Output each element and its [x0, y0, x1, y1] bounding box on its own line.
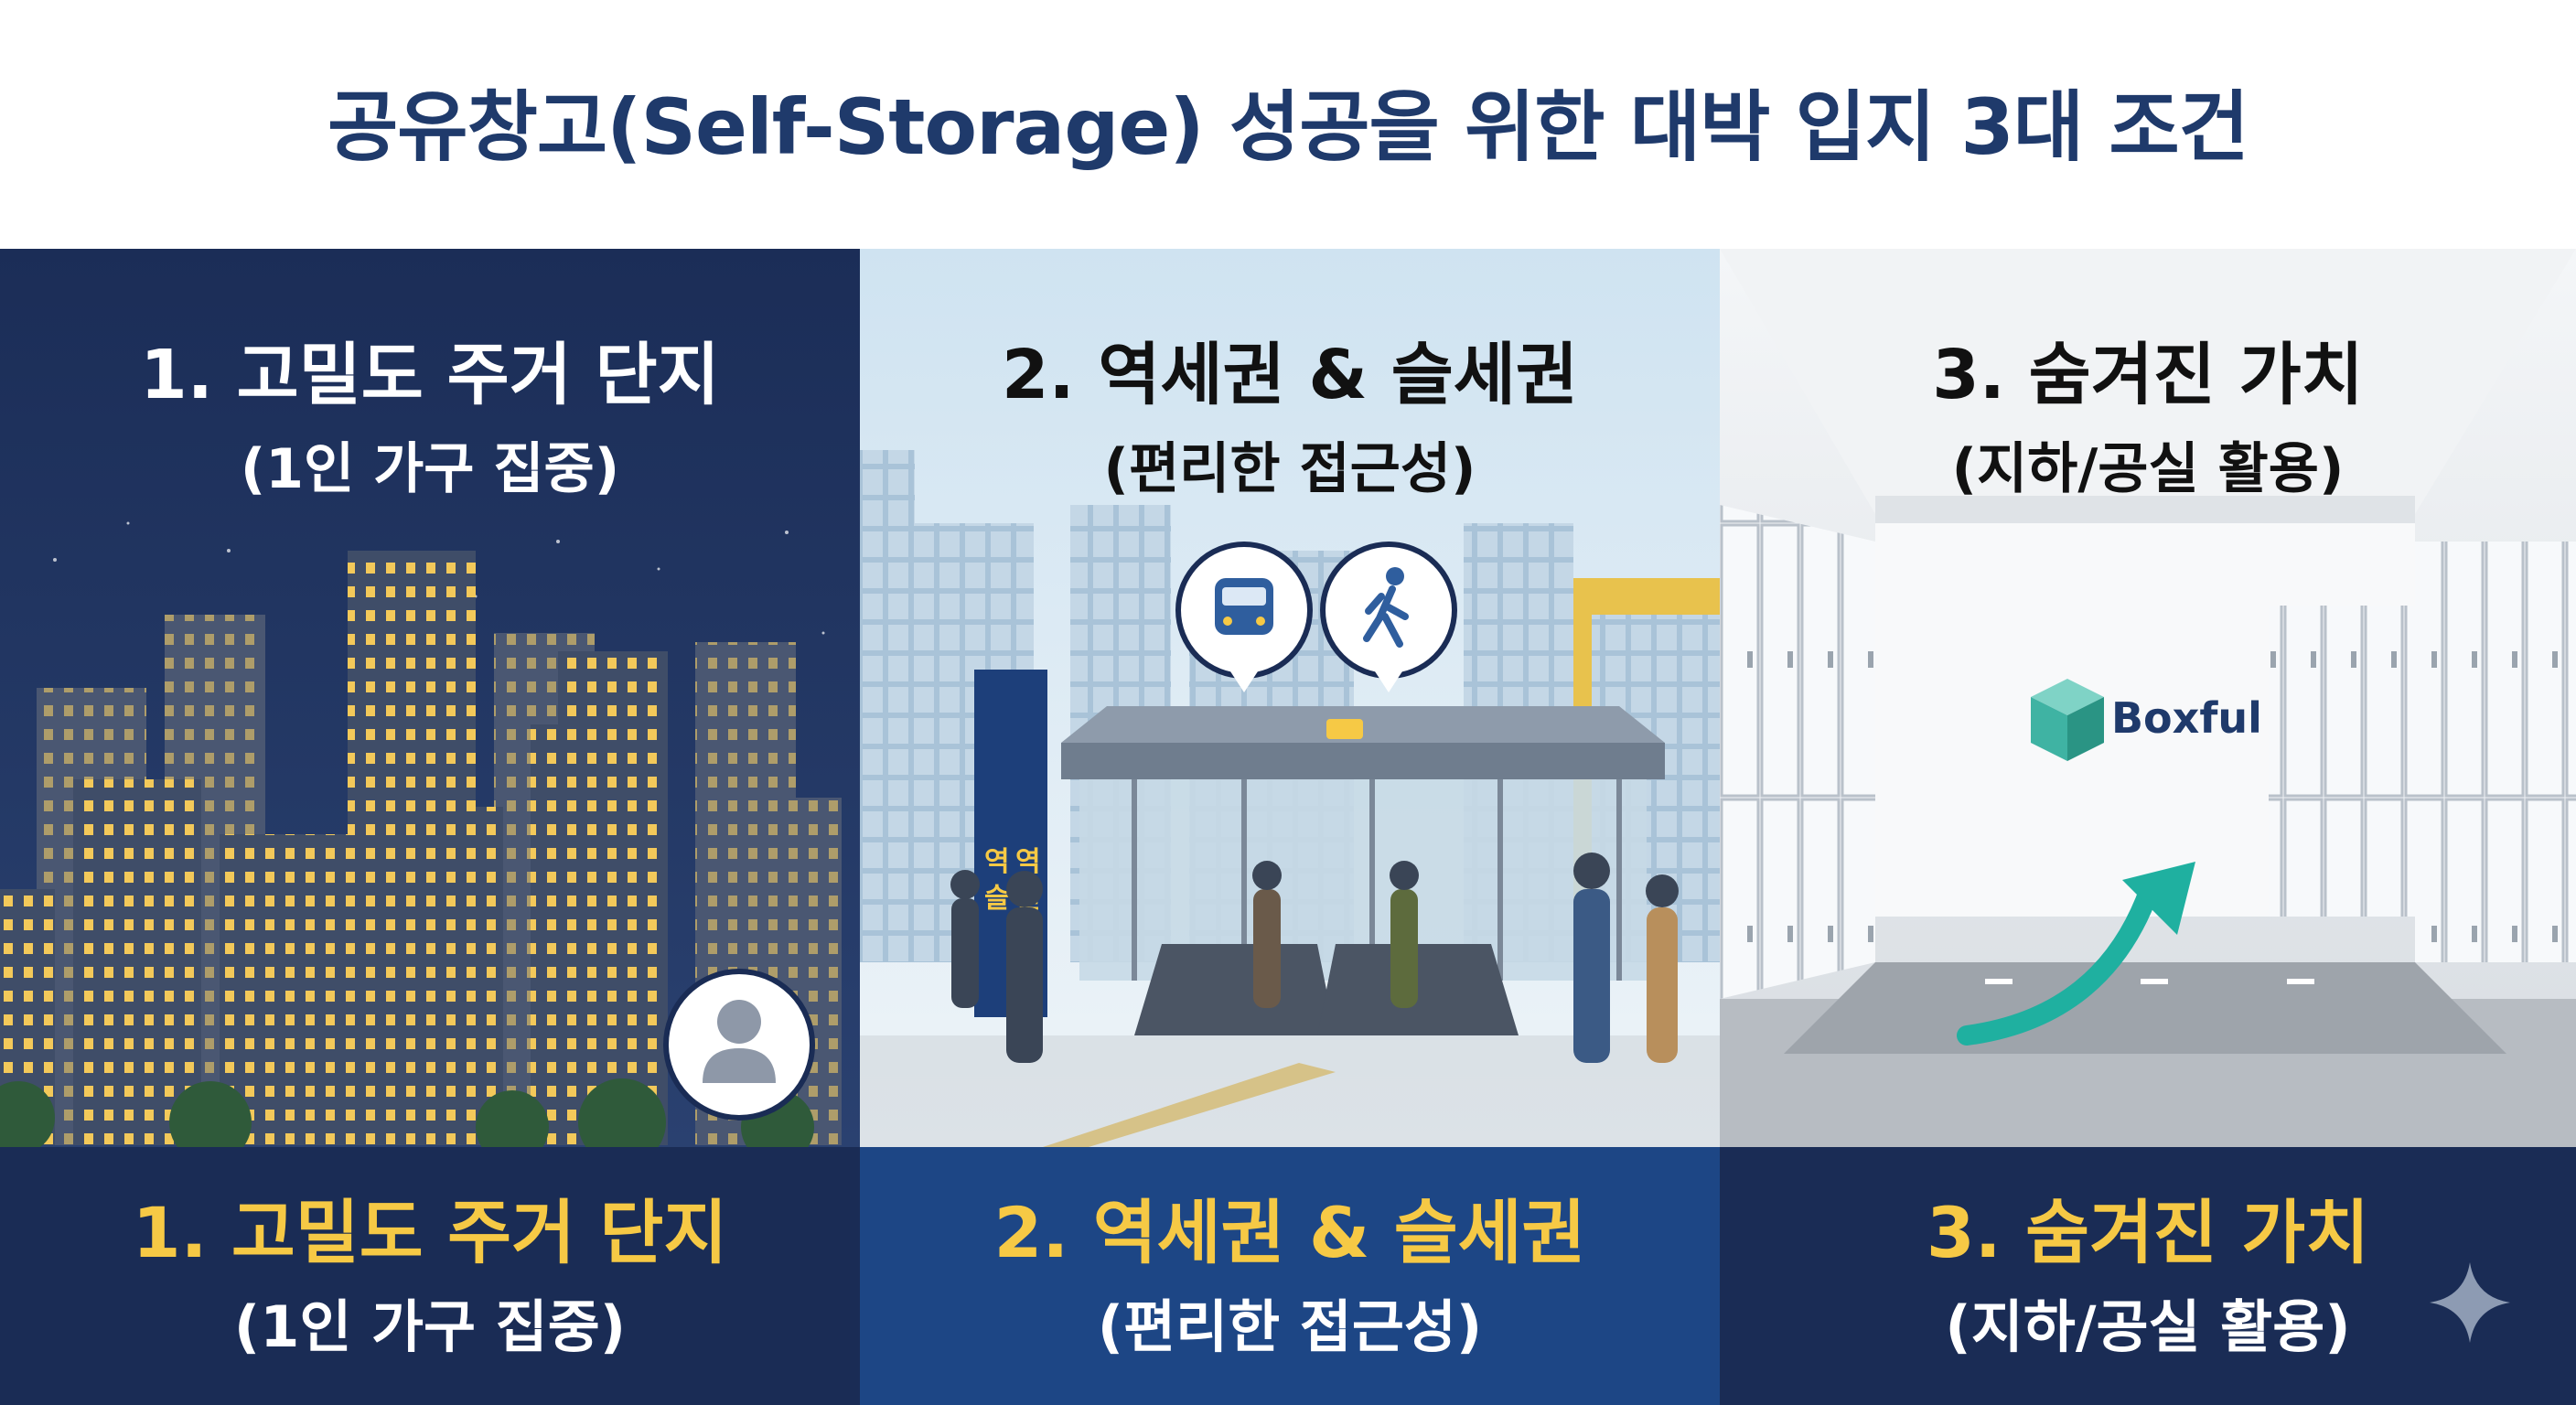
sign-char: 슬 [984, 883, 1010, 915]
page-title: 공유창고(Self-Storage) 성공을 위한 대박 입지 3대 조건 [327, 81, 2249, 172]
panel-heading: 3. 숨겨진 가치 [1932, 336, 2364, 414]
title-bar: 공유창고(Self-Storage) 성공을 위한 대박 입지 3대 조건 [0, 0, 2576, 249]
walking-person-icon [1320, 542, 1457, 692]
sparkle-icon [2430, 1262, 2510, 1343]
person-icon [663, 969, 815, 1121]
panel-subheading: (1인 가구 집중) [240, 437, 620, 501]
bottom-band: 3. 숨겨진 가치 (지하/공실 활용) [1720, 1147, 2576, 1405]
bottom-band: 1. 고밀도 주거 단지 (1인 가구 집중) [0, 1147, 860, 1405]
panel-residential: 1. 고밀도 주거 단지 (1인 가구 집중) 1. 고밀도 주거 단지 (1인… [0, 249, 860, 1405]
panel-hidden-value: Boxful 3. 숨겨진 가치 (지하/공실 활용) 3. 숨겨진 가치 (지… [1720, 249, 2576, 1405]
band-heading: 1. 고밀도 주거 단지 [132, 1192, 728, 1273]
sign-char: 역 [984, 846, 1010, 878]
panel-heading: 2. 역세권 & 슬세권 [1002, 336, 1578, 414]
basement-storage-scene [1720, 249, 2576, 1147]
box-logo-icon [2031, 679, 2104, 761]
panel-subheading: (편리한 접근성) [1103, 437, 1476, 501]
band-subheading: (편리한 접근성) [1097, 1293, 1483, 1360]
residential-night-scene [0, 249, 860, 1147]
panel-subheading: (지하/공실 활용) [1951, 437, 2345, 501]
train-icon [1175, 542, 1313, 692]
bottom-band: 2. 역세권 & 슬세권 (편리한 접근성) [860, 1147, 1720, 1405]
station-scene: 역 슬 역 권 [860, 249, 1720, 1147]
panel-heading: 1. 고밀도 주거 단지 [140, 336, 720, 414]
arrow-up-icon [1957, 862, 2195, 1046]
panel-station: 역 슬 역 권 [860, 249, 1720, 1405]
band-heading: 3. 숨겨진 가치 [1926, 1192, 2370, 1273]
band-heading: 2. 역세권 & 슬세권 [993, 1192, 1586, 1273]
brand-logo: Boxful [2111, 693, 2262, 743]
band-subheading: (1인 가구 집중) [233, 1293, 627, 1360]
band-subheading: (지하/공실 활용) [1945, 1293, 2351, 1360]
